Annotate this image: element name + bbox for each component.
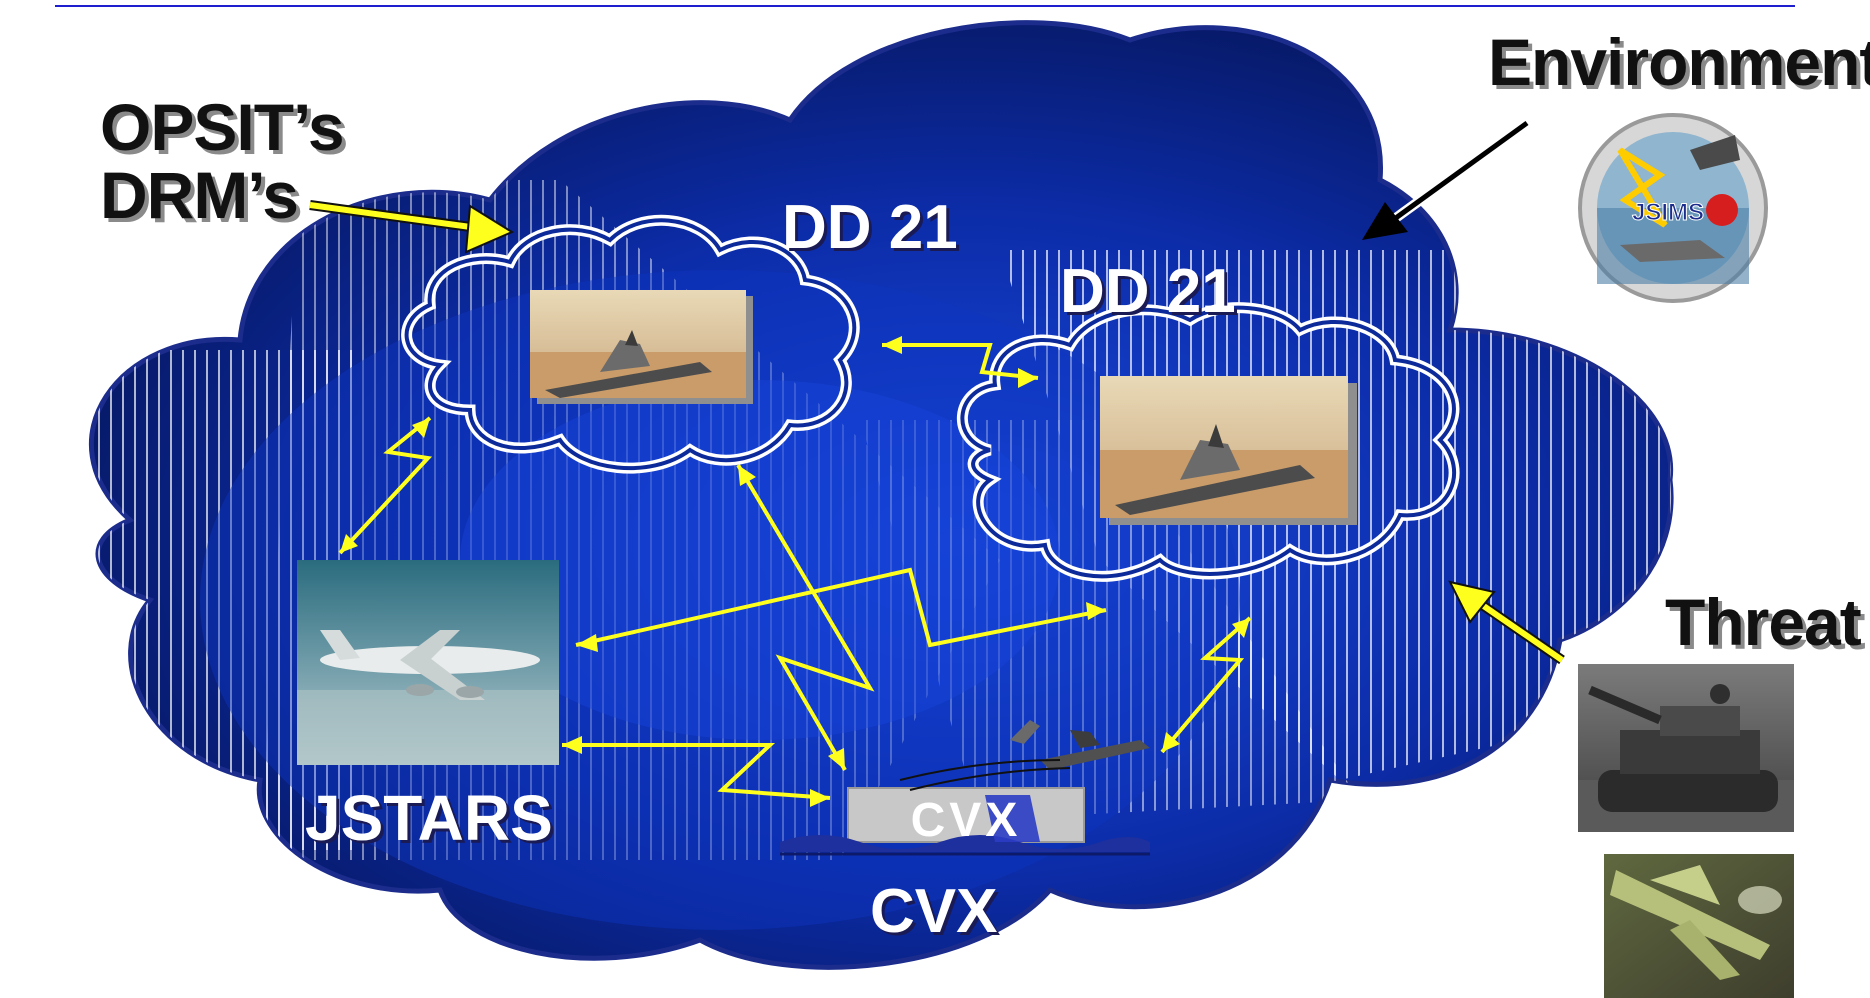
ship-photo-icon [530,290,753,404]
threat-arrow [1448,580,1565,665]
dd21-left-label: DD 21 [782,193,958,262]
cvx-carrier-logo-icon: CVX [780,720,1150,856]
connector-dd21-dd21 [882,343,1039,380]
threat-label: Threat [1665,585,1862,659]
connector-lines [338,336,1252,807]
environment-arrow [1362,118,1530,240]
cvx-logo-text: CVX [911,794,1022,847]
opsit-label: OPSIT’s [100,90,344,164]
fighter-jet-photo-icon [1604,854,1794,998]
connector-jstars-cvx [562,743,831,800]
ship-photo-icon [1100,376,1357,525]
tank-photo-icon [1578,664,1794,832]
emblem-text: JSIMS [1632,199,1704,226]
connector-dd21-cvx [736,463,875,772]
connector-dd21-jstars [338,416,433,555]
jsims-emblem-icon: JSIMS [1578,113,1768,303]
dd21-right-label: DD 21 [1060,257,1236,326]
connector-jstars-dd21right [575,567,1107,648]
opsit-arrow [309,200,515,254]
environment-label: Environment [1488,25,1870,99]
jstars-label: JSTARS [305,782,553,854]
connector-dd21right-cvx [1160,616,1252,754]
jstars-aircraft-icon [297,560,559,765]
cvx-label: CVX [870,877,997,946]
drm-label: DRM’s [100,158,298,232]
